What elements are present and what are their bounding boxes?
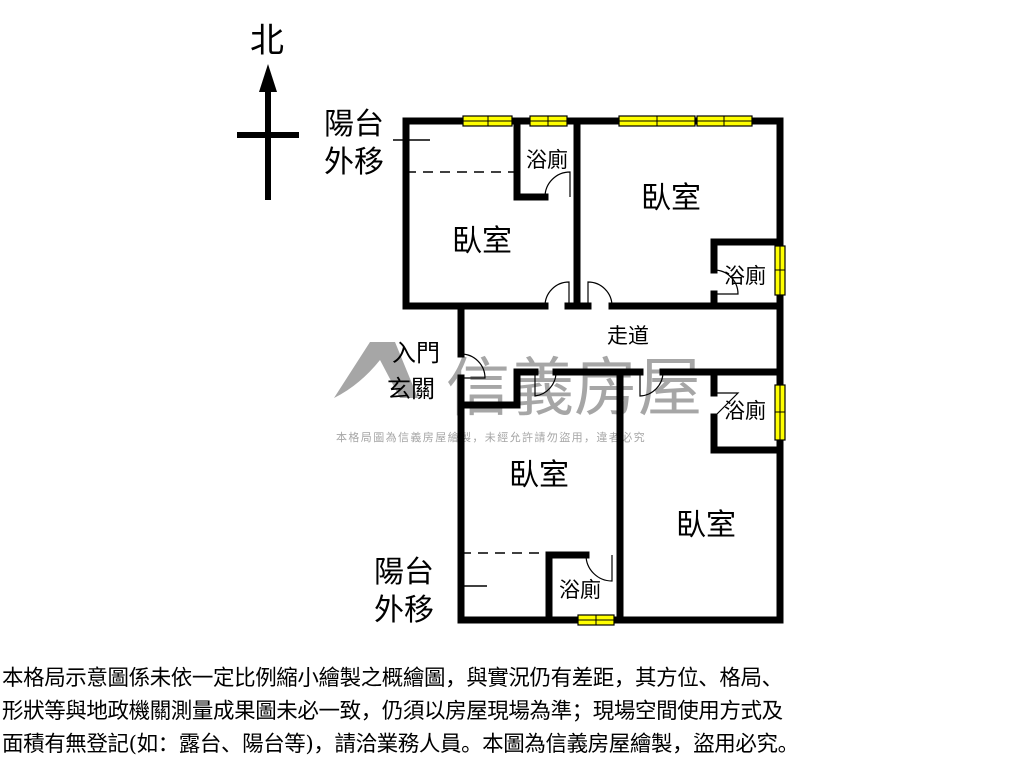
balcony-bottom-line2: 外移: [374, 593, 434, 628]
north-label: 北: [250, 21, 284, 61]
watermark-brand: 信義房屋: [446, 352, 702, 426]
door-nw-bath: [544, 171, 571, 198]
watermark: 信義房屋 本格局圖為信義房屋繪製，未經允許請勿盜用，違者必究: [334, 342, 702, 444]
door-entrance: [460, 353, 486, 379]
disclaimer-line: 面積有無登記(如：露台、陽台等)，請洽業務人員。本圖為信義房屋繪製，盜用必究。: [2, 732, 799, 757]
windows: [462, 115, 786, 626]
room-label-bedroom-sw: 臥室: [509, 458, 569, 493]
room-label-bath-sw: 浴廁: [559, 578, 601, 602]
disclaimer-line: 形狀等與地政機關測量成果圖未必一致，仍須以房屋現場為準；現場空間使用方式及: [2, 699, 783, 724]
balcony-top-line2: 外移: [324, 145, 384, 180]
door-sw-bath: [585, 554, 613, 582]
walls: [402, 117, 784, 624]
disclaimer-line: 本格局示意圖係未依一定比例縮小繪製之概繪圖，與實況仍有差距，其方位、格局、: [2, 666, 783, 691]
room-labels: 臥室 臥室 臥室 臥室 浴廁 浴廁 浴廁 浴廁 走道 陽台 外移 陽台 外移 入…: [324, 107, 766, 628]
room-label-corridor: 走道: [607, 324, 649, 348]
balcony-boundaries: [406, 171, 547, 554]
door-sw-bedroom: [534, 371, 557, 397]
room-label-bath-ne: 浴廁: [724, 264, 766, 288]
door-se-bedroom: [639, 371, 664, 397]
room-label-bath-se: 浴廁: [724, 399, 766, 423]
door-nw-bedroom: [544, 281, 570, 307]
doors: [460, 171, 740, 582]
north-arrow-icon: [237, 64, 299, 200]
room-label-bedroom-nw: 臥室: [452, 224, 512, 259]
room-label-bedroom-ne: 臥室: [641, 181, 701, 216]
entrance-line1: 入門: [392, 339, 440, 367]
room-label-bath-nw: 浴廁: [526, 148, 568, 172]
door-ne-bath: [713, 269, 739, 295]
balcony-bottom-line1: 陽台: [374, 555, 434, 590]
watermark-notice: 本格局圖為信義房屋繪製，未經允許請勿盜用，違者必究: [336, 430, 646, 444]
disclaimer: 本格局示意圖係未依一定比例縮小繪製之概繪圖，與實況仍有差距，其方位、格局、 形狀…: [2, 662, 1024, 761]
door-ne-bedroom: [587, 281, 613, 307]
watermark-logo-icon: [334, 342, 418, 398]
entrance-line2: 玄關: [387, 375, 435, 403]
balcony-top-line1: 陽台: [324, 107, 384, 142]
leader-lines: [393, 139, 487, 587]
door-se-bath: [713, 392, 740, 418]
room-label-bedroom-se: 臥室: [676, 508, 736, 543]
